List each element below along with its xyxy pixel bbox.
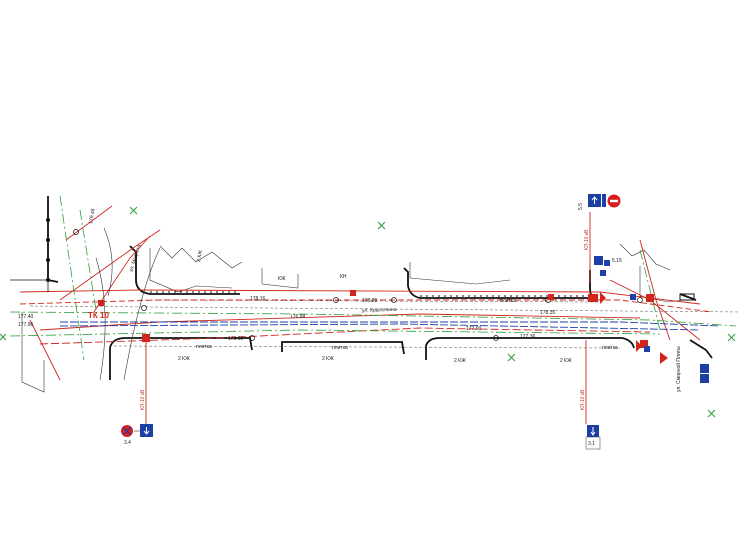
well — [493, 335, 499, 341]
pedestrian-crossing-sign-icon — [700, 374, 709, 383]
utility-wells — [73, 229, 643, 341]
sign-group-bottom-left: 3.4 — [121, 424, 153, 446]
elevation-mark: 178.35 — [540, 310, 556, 316]
elevation-mark: 178.10 — [228, 336, 244, 342]
pipe-label: плитка — [500, 298, 516, 304]
elevation-mark: 177.36 — [520, 334, 536, 340]
tk-marker: ТК 10 — [88, 311, 109, 320]
trench-top — [150, 291, 586, 297]
building-outlines — [21, 243, 685, 393]
well — [333, 297, 339, 303]
red-fittings — [98, 290, 654, 348]
sign-number: 5.15 — [612, 258, 622, 264]
elevation-marks: 177.40 177.96 178.16 178.29 177.36 178.1… — [18, 208, 556, 342]
sign-group-bottom-right: 3.1 — [585, 425, 601, 450]
survey-crosses — [0, 206, 736, 418]
elevation-mark: 177.90 — [466, 326, 482, 332]
well — [391, 297, 397, 303]
green-utility-lines — [9, 195, 737, 361]
pipe-label: плитка — [602, 345, 618, 351]
survey-cross-icon — [377, 221, 386, 230]
elevation-mark: 177.40 — [18, 314, 34, 320]
cable-label: КЛ-10 кВ — [580, 389, 586, 410]
cable-label: КЛ-10 кВ — [140, 389, 146, 410]
red-utility-lines — [19, 205, 713, 424]
zone-label: 2 КЖ — [560, 358, 572, 364]
survey-cross-icon — [727, 333, 736, 342]
survey-cross-icon — [507, 353, 516, 362]
pedestrian-crossing-sign-icon — [602, 194, 606, 207]
survey-cross-icon — [129, 206, 138, 215]
sign-number: 3.4 — [124, 440, 131, 446]
elevation-mark: 178.29 — [362, 298, 378, 304]
right-junction-markers — [600, 292, 668, 364]
well — [73, 229, 79, 235]
ramp-curves — [95, 227, 161, 381]
zone-label: 2 КЖ — [454, 358, 466, 364]
sign-number: 5.5 — [578, 203, 584, 210]
junction-box — [679, 293, 695, 301]
elevation-mark: 176.88 — [290, 314, 306, 320]
blue-utility-lines — [59, 321, 721, 331]
street-label: ул. Смирной Плиты — [675, 346, 682, 392]
left-post-line — [10, 196, 51, 292]
street-label: ул. Красоткина — [362, 307, 397, 314]
well — [637, 297, 643, 303]
pedestrian-crossing-sign-icon — [700, 364, 709, 373]
blue-fixtures — [600, 260, 708, 370]
sign-group-right: 5.15 — [594, 256, 709, 383]
elevation-mark: 177.96 — [18, 322, 34, 328]
pipe-label: плитка — [196, 344, 212, 350]
sign-group-top-right: 5.5 — [578, 194, 621, 210]
elevation-mark: 178.16 — [250, 296, 266, 302]
well — [141, 305, 147, 311]
zone-label: КЖ — [278, 276, 286, 282]
zone-label: 2 КЖ — [196, 249, 204, 262]
survey-cross-icon — [707, 409, 716, 418]
sidewalk-lines — [29, 299, 741, 349]
zone-label: 2 КЖ — [178, 356, 190, 362]
cable-label: КЛ-10 кВ — [584, 229, 590, 250]
pipe-label: плитка — [332, 345, 348, 351]
sign-number: 3.1 — [588, 441, 595, 447]
elevation-mark: 179.48 — [88, 208, 97, 224]
survey-cross-icon — [0, 333, 7, 341]
well — [249, 335, 255, 341]
zone-label: 2 КЖ — [322, 356, 334, 362]
pedestrian-crossing-sign-icon — [594, 256, 603, 265]
zone-label: КН — [340, 274, 347, 280]
